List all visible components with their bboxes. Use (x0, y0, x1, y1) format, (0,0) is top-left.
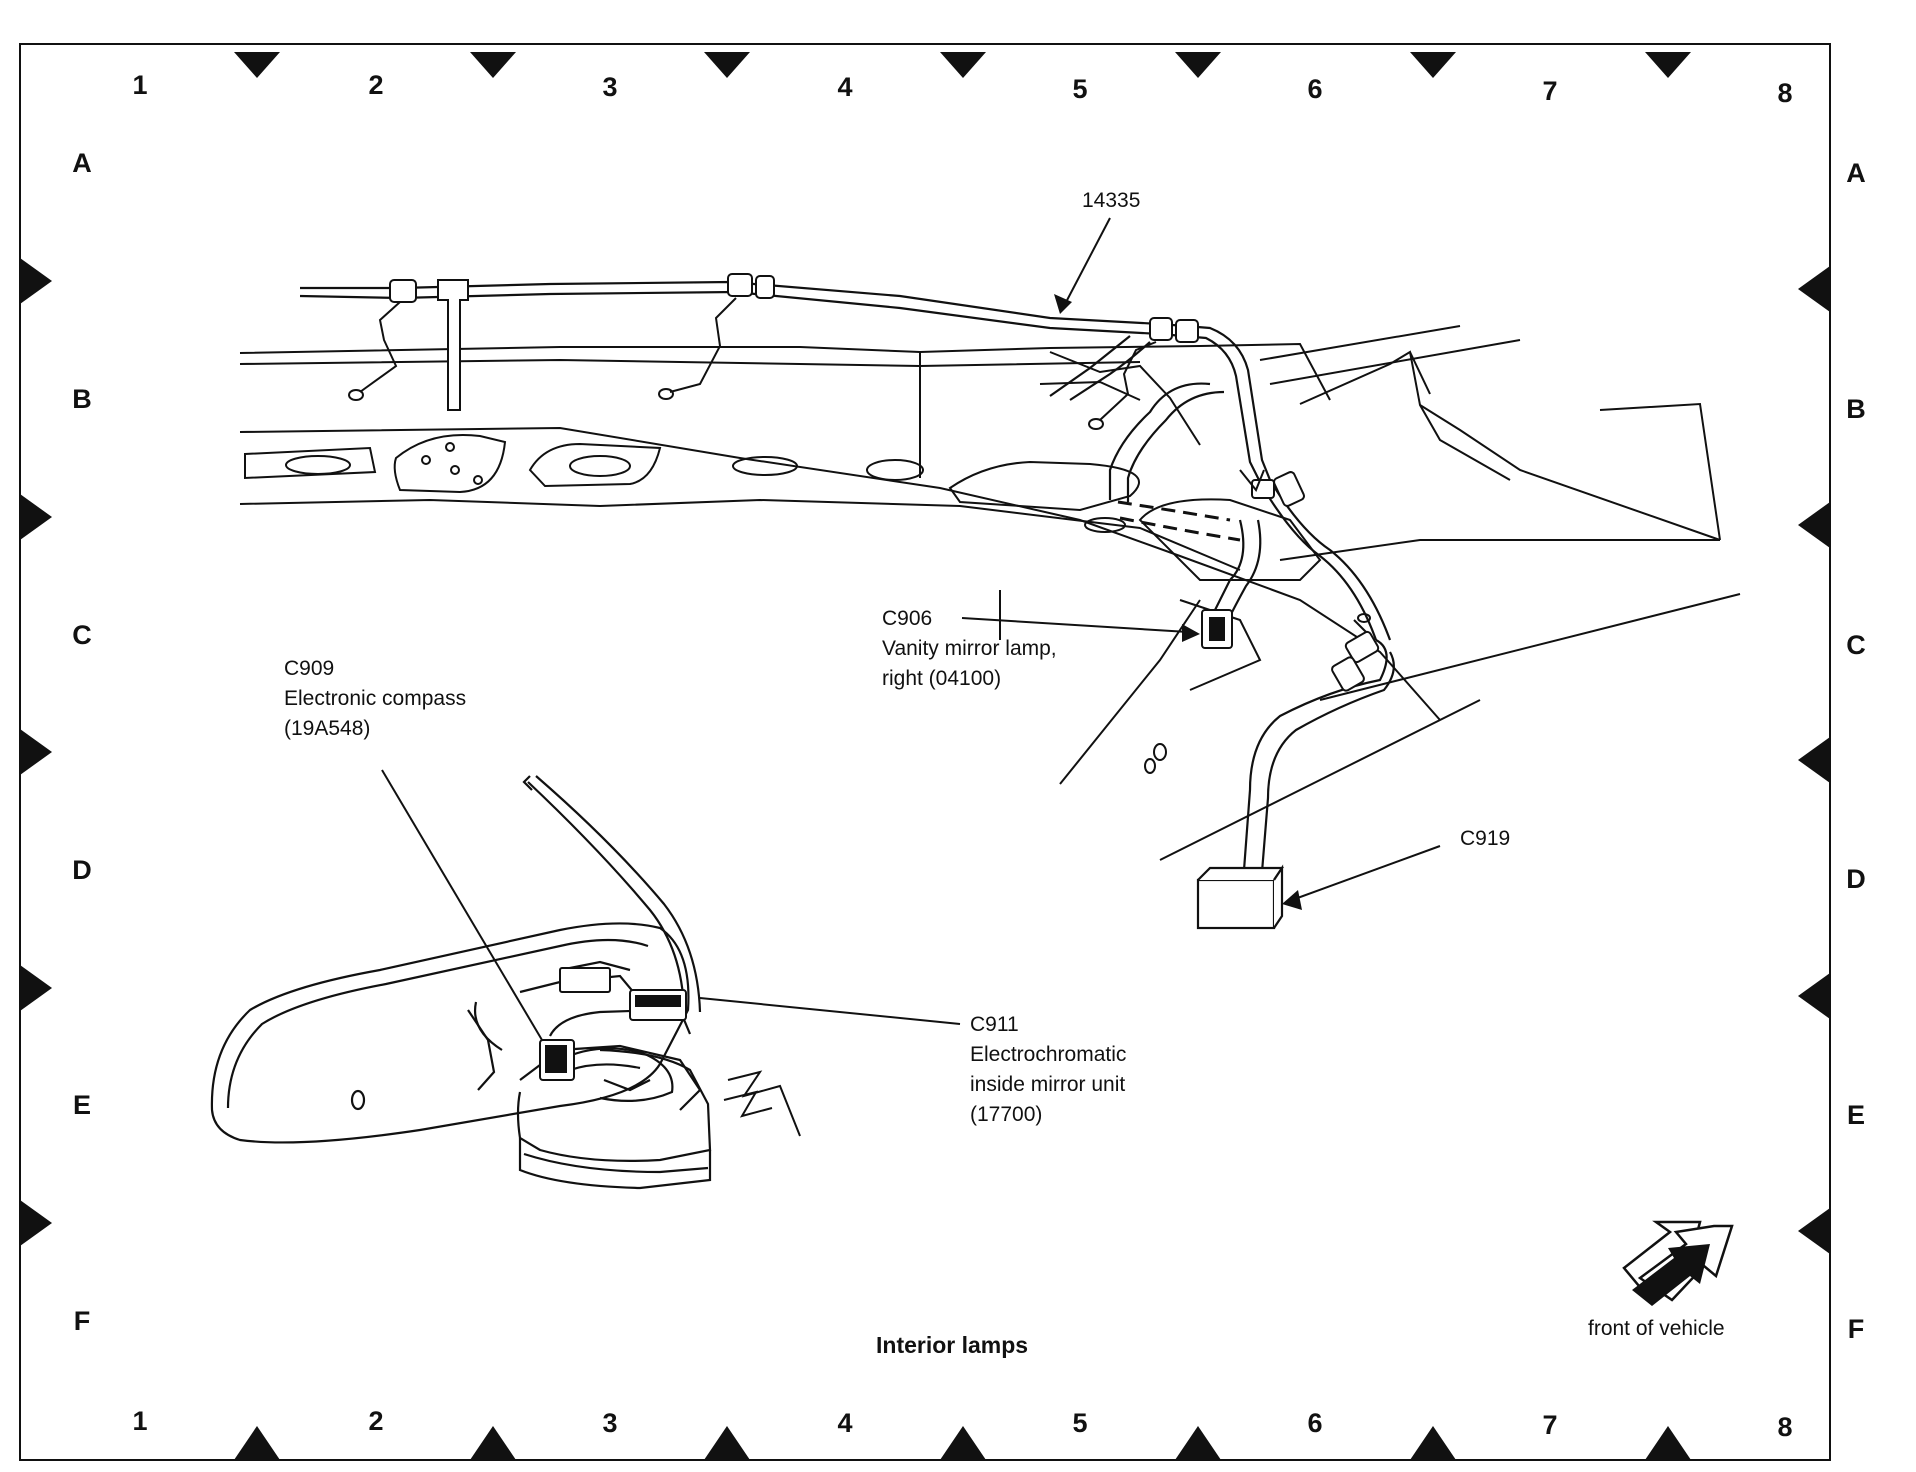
grid-row-right-A: A (1846, 158, 1866, 188)
rearview-mirror (210, 922, 712, 1190)
frame-border (19, 43, 1831, 1461)
grid-col-top-5: 5 (1072, 74, 1088, 104)
harness-fasteners (348, 279, 1371, 633)
grid-col-bottom-1: 1 (132, 1406, 148, 1436)
c906-description: Vanity mirror lamp, (882, 637, 1057, 660)
left-zone-markers (20, 258, 52, 1246)
mirror-connectors (539, 967, 687, 1081)
vanity-harness-branch (1049, 335, 1262, 625)
grid-col-top-6: 6 (1307, 74, 1323, 104)
leader-arrowheads (1054, 294, 1302, 910)
grid-col-top-1: 1 (132, 70, 148, 100)
bottom-zone-markers (234, 1426, 1691, 1460)
panel-cutouts (244, 433, 1322, 774)
grid-row-right-D: D (1846, 864, 1866, 894)
grid-row-right-B: B (1846, 394, 1866, 424)
grid-row-right-F: F (1847, 1314, 1865, 1344)
grid-col-top-8: 8 (1777, 78, 1793, 108)
grid-col-bottom-2: 2 (368, 1406, 384, 1436)
grid-col-top-4: 4 (837, 72, 853, 102)
c906-callout: C906 Vanity mirror lamp, right (04100) (882, 604, 1057, 694)
grid-col-bottom-5: 5 (1072, 1408, 1088, 1438)
c906-connector-shape (1201, 609, 1233, 649)
grid-col-bottom-3: 3 (602, 1408, 618, 1438)
c919-connector-shape (1196, 864, 1285, 930)
hidden-routing (1117, 500, 1241, 542)
c911-description-line-1: Electrochromatic (970, 1043, 1127, 1066)
grid-col-top-3: 3 (602, 72, 618, 102)
c906-part-number: right (04100) (882, 667, 1002, 690)
c909-part-number: (19A548) (284, 717, 371, 740)
grid-row-left-B: B (72, 384, 92, 414)
roof-panel (239, 325, 1741, 861)
right-zone-markers (1798, 266, 1830, 1254)
break-lines (723, 1070, 801, 1137)
c911-connector-id: C911 (970, 1013, 1019, 1036)
grid-row-left-D: D (72, 855, 92, 885)
grid-col-top-7: 7 (1542, 76, 1558, 106)
mirror-wires (522, 775, 702, 1037)
grid-row-left-F: F (73, 1306, 91, 1336)
c919-harness (1242, 639, 1395, 873)
c911-description-line-2: inside mirror unit (970, 1073, 1126, 1096)
grid-row-right-E: E (1846, 1100, 1865, 1130)
leader-lines (381, 217, 1441, 1041)
harness-label-14335: 14335 (1082, 189, 1141, 212)
grid-row-left-A: A (72, 148, 92, 178)
front-of-vehicle-label: front of vehicle (1588, 1317, 1725, 1340)
grid-row-left-E: E (72, 1090, 91, 1120)
c906-connector-id: C906 (882, 607, 933, 630)
grid-row-left-C: C (72, 620, 92, 650)
grid-row-right-C: C (1846, 630, 1866, 660)
c911-part-number: (17700) (970, 1103, 1043, 1126)
grid-col-bottom-7: 7 (1542, 1410, 1558, 1440)
grid-col-top-2: 2 (368, 70, 384, 100)
grid-col-bottom-8: 8 (1777, 1412, 1793, 1442)
front-of-vehicle-arrow (1622, 1220, 1734, 1306)
c919-label: C919 (1460, 827, 1511, 850)
diagram-title: Interior lamps (876, 1332, 1029, 1358)
c909-callout: C909 Electronic compass (19A548) (284, 654, 466, 744)
grid-col-bottom-6: 6 (1307, 1408, 1323, 1438)
c911-callout: C911 Electrochromatic inside mirror unit… (970, 1010, 1126, 1130)
grid-col-bottom-4: 4 (837, 1408, 853, 1438)
c909-description: Electronic compass (284, 687, 467, 710)
top-zone-markers (234, 52, 1691, 78)
c909-connector-id: C909 (284, 657, 335, 680)
